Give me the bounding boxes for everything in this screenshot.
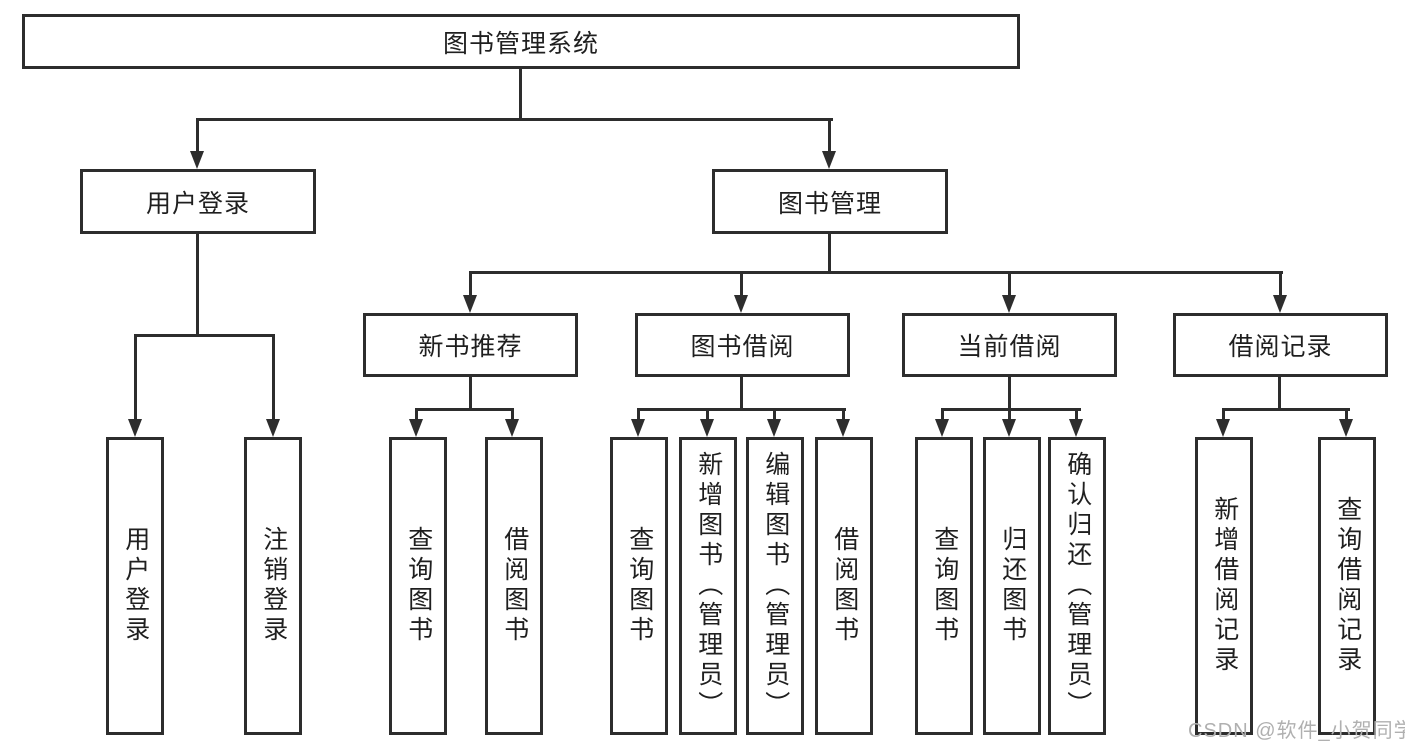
arrow-down-icon (1069, 419, 1083, 437)
arrow-down-icon (1273, 295, 1287, 313)
node-label: 借阅图书 (830, 526, 859, 646)
leaf-query-books-borrowing: 查询图书 (610, 437, 668, 735)
arrow-down-icon (734, 295, 748, 313)
connector-line (828, 234, 831, 273)
arrow-down-icon (1002, 419, 1016, 437)
connector-line (1278, 377, 1281, 411)
connector-line (740, 271, 743, 297)
arrow-down-icon (700, 419, 714, 437)
leaf-logout: 注销登录 (244, 437, 302, 735)
arrow-down-icon (836, 419, 850, 437)
connector-line (134, 334, 137, 421)
connector-line (196, 234, 199, 336)
connector-line (1008, 377, 1011, 411)
node-book-borrowing: 图书借阅 (635, 313, 850, 377)
node-label: 图书管理 (777, 189, 882, 218)
node-label: 确认归还（管理员） (1063, 451, 1092, 721)
connector-line (415, 408, 514, 411)
connector-line (272, 334, 275, 421)
node-new-book-recommendation: 新书推荐 (363, 313, 578, 377)
connector-line (196, 118, 833, 121)
node-label: 新增图书（管理员） (694, 451, 723, 721)
arrow-down-icon (935, 419, 949, 437)
node-label: 归还图书 (998, 526, 1027, 646)
leaf-add-borrow-record: 新增借阅记录 (1195, 437, 1253, 735)
arrow-down-icon (463, 295, 477, 313)
connector-line (469, 271, 472, 297)
arrow-down-icon (1002, 295, 1016, 313)
leaf-user-login: 用户登录 (106, 437, 164, 735)
node-borrowing-records: 借阅记录 (1173, 313, 1388, 377)
connector-line (842, 408, 845, 421)
connector-line (706, 408, 709, 421)
csdn-watermark: CSDN @软件_小贺同学 (1188, 720, 1405, 742)
node-label: 新增借阅记录 (1210, 496, 1239, 676)
node-label: 新书推荐 (418, 333, 523, 361)
connector-line (469, 271, 1283, 274)
node-book-management: 图书管理 (712, 169, 948, 234)
leaf-query-books-recommend: 查询图书 (389, 437, 447, 735)
leaf-confirm-return-admin: 确认归还（管理员） (1048, 437, 1106, 735)
node-label: 查询图书 (625, 526, 654, 646)
node-label: 查询借阅记录 (1333, 496, 1362, 676)
node-label: 图书借阅 (690, 333, 795, 361)
connector-line (637, 408, 640, 421)
leaf-borrow-books-recommend: 借阅图书 (485, 437, 543, 735)
connector-line (1008, 408, 1011, 421)
connector-line (196, 118, 199, 153)
arrow-down-icon (266, 419, 280, 437)
arrow-down-icon (1339, 419, 1353, 437)
connector-line (1222, 408, 1350, 411)
node-label: 当前借阅 (957, 333, 1062, 361)
arrow-down-icon (822, 151, 836, 169)
arrow-down-icon (190, 151, 204, 169)
connector-line (511, 408, 514, 421)
leaf-edit-books-admin: 编辑图书（管理员） (746, 437, 804, 735)
leaf-return-books: 归还图书 (983, 437, 1041, 735)
arrow-down-icon (767, 419, 781, 437)
node-label: 注销登录 (259, 526, 288, 646)
arrow-down-icon (128, 419, 142, 437)
connector-line (773, 408, 776, 421)
arrow-down-icon (505, 419, 519, 437)
leaf-borrow-books: 借阅图书 (815, 437, 873, 735)
node-label: 编辑图书（管理员） (761, 451, 790, 721)
node-label: 借阅记录 (1228, 333, 1333, 361)
connector-line (828, 118, 831, 153)
connector-line (637, 408, 846, 411)
leaf-query-borrow-record: 查询借阅记录 (1318, 437, 1376, 735)
node-label: 借阅图书 (500, 526, 529, 646)
node-label: 用户登录 (121, 526, 150, 646)
arrow-down-icon (1216, 419, 1230, 437)
connector-line (941, 408, 944, 421)
connector-line (1279, 271, 1282, 297)
connector-line (740, 377, 743, 411)
node-label: 查询图书 (404, 526, 433, 646)
connector-line (1222, 408, 1225, 421)
leaf-add-books-admin: 新增图书（管理员） (679, 437, 737, 735)
node-current-borrowing: 当前借阅 (902, 313, 1117, 377)
node-label: 查询图书 (930, 526, 959, 646)
node-user-login: 用户登录 (80, 169, 316, 234)
arrow-down-icon (631, 419, 645, 437)
arrow-down-icon (409, 419, 423, 437)
connector-line (941, 408, 1081, 411)
connector-line (1075, 408, 1078, 421)
connector-line (1345, 408, 1348, 421)
connector-line (1008, 271, 1011, 297)
leaf-query-books-current: 查询图书 (915, 437, 973, 735)
connector-line (415, 408, 418, 421)
connector-line (134, 334, 275, 337)
node-library-management-system: 图书管理系统 (22, 14, 1020, 69)
node-label: 用户登录 (145, 189, 250, 218)
connector-line (469, 377, 472, 411)
connector-line (519, 69, 522, 119)
node-label: 图书管理系统 (442, 29, 599, 58)
